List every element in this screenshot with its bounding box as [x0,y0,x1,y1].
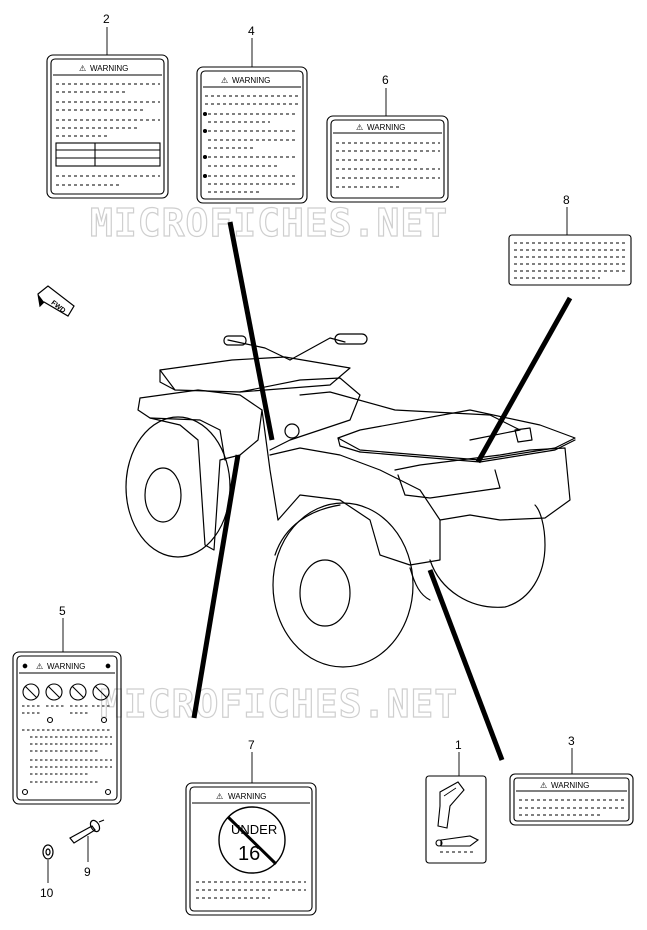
warning-triangle-icon: ⚠ [540,781,547,790]
warning-triangle-icon: ⚠ [216,792,223,801]
under-text: UNDER [231,822,277,837]
watermark-top: MICROFICHES.NET [90,201,448,245]
warning-triangle-icon: ⚠ [221,76,228,85]
label-1 [425,775,487,864]
callout-5: 5 [59,604,66,618]
callout-9: 9 [84,865,91,879]
warning-triangle-icon: ⚠ [79,64,86,73]
fwd-arrow-icon: FWD [37,285,75,317]
label-6 [326,115,449,203]
label-7-warning: WARNING [228,792,266,801]
label-4 [196,66,308,204]
label-3-warning: WARNING [551,781,589,790]
label-4-warning: WARNING [232,76,270,85]
label-2 [46,54,169,199]
label-6-warning: WARNING [367,123,405,132]
warning-triangle-icon: ⚠ [36,662,43,671]
rivet-part-9 [69,819,105,844]
age-16-text: 16 [238,843,260,865]
label-2-warning: WARNING [90,64,128,73]
callout-4: 4 [248,24,255,38]
leader-lines [191,221,573,761]
label-7 [185,782,317,916]
callout-1: 1 [455,738,462,752]
callout-10: 10 [40,886,54,900]
watermark-bottom: MICROFICHES.NET [100,682,458,726]
callout-7: 7 [248,738,255,752]
label-5-warning: WARNING [47,662,85,671]
label-5 [12,651,122,805]
atv-illustration [125,333,576,668]
label-3 [509,773,634,826]
callout-leaders [47,27,573,883]
no-under-16-icon [218,806,286,874]
washer-part-10 [42,844,54,860]
callout-3: 3 [568,734,575,748]
label-8 [508,234,632,286]
callout-8: 8 [563,193,570,207]
callout-2: 2 [103,12,110,26]
callout-6: 6 [382,73,389,87]
warning-triangle-icon: ⚠ [356,123,363,132]
